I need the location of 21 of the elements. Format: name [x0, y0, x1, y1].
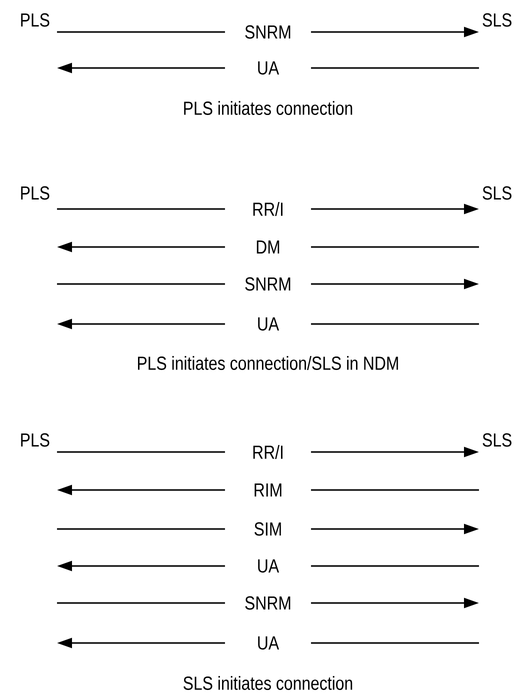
message-label: UA: [225, 316, 311, 332]
station-label: SLS: [482, 433, 512, 447]
station-label: PLS: [21, 186, 50, 200]
message-label: SNRM: [225, 595, 311, 611]
edge-label: RIM: [225, 482, 311, 498]
caption: PLS initiates connection/SLS in NDM: [138, 356, 398, 370]
caption: PLS initiates connection: [184, 101, 352, 115]
station-label: SLS: [482, 13, 512, 27]
station-label: PLS: [21, 13, 50, 27]
station-label: SLS: [482, 186, 512, 200]
station-label: PLS: [21, 433, 50, 447]
edge-label: RR/I: [225, 444, 311, 460]
message-label: UA: [225, 558, 311, 574]
message-label: UA: [225, 635, 311, 651]
edge-label: SNRM: [225, 24, 311, 40]
message-label: SNRM: [225, 276, 311, 292]
edge-label: DM: [225, 239, 311, 255]
edge-label: UA: [225, 60, 311, 76]
message-label: SIM: [225, 521, 311, 537]
caption: SLS initiates connection: [184, 676, 352, 690]
edge-label: RR/I: [225, 201, 311, 217]
